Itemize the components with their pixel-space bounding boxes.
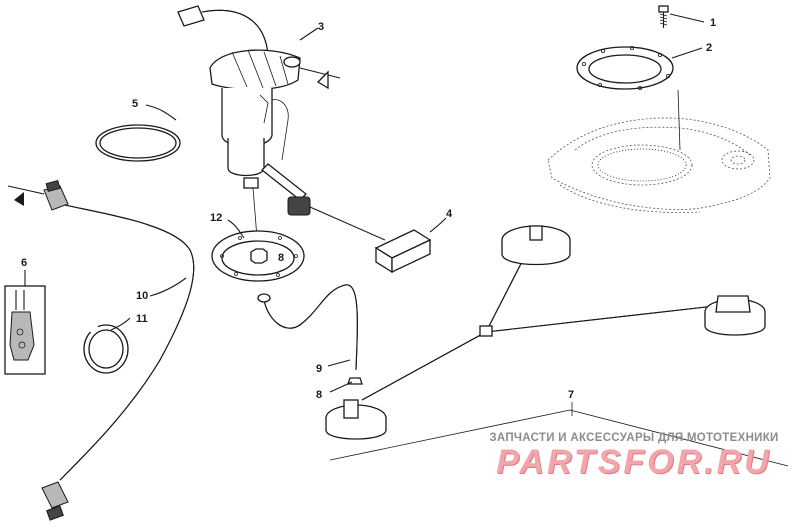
watermark-brand: PARTSFOR.RU	[496, 443, 772, 481]
callout-9: 9	[316, 363, 322, 375]
fuel-pump-part-3	[177, 5, 386, 251]
bolt-part-1	[658, 5, 705, 28]
gasket-part-12	[211, 219, 305, 282]
callout-1: 1	[710, 17, 716, 29]
callout-12: 12	[210, 212, 222, 224]
fuel-tank-outline	[547, 117, 771, 213]
callout-6: 6	[21, 257, 27, 269]
callout-11: 11	[136, 313, 148, 325]
watermark-subtitle: ЗАПЧАСТИ И АКСЕССУАРЫ ДЛЯ МОТОТЕХНИКИ	[489, 432, 779, 444]
connector-part-4	[374, 217, 447, 274]
callout-4: 4	[446, 208, 453, 220]
callout-3: 3	[318, 21, 324, 33]
clamp-part-11	[83, 317, 131, 374]
mounting-plate-part-2	[576, 46, 703, 151]
callout-10: 10	[136, 290, 148, 302]
callout-2: 2	[706, 42, 712, 54]
short-hose-part-9	[257, 284, 358, 371]
watermark: ЗАПЧАСТИ И АКСЕССУАРЫ ДЛЯ МОТОТЕХНИКИ PA…	[478, 432, 790, 480]
fuel-pickup-part-7	[325, 225, 789, 467]
callout-7: 7	[568, 389, 574, 401]
fuel-hose-part-10	[7, 179, 195, 521]
callout-5: 5	[132, 98, 138, 110]
callout-8a: 8	[278, 252, 284, 264]
sensor-part-6	[4, 270, 46, 375]
callout-8b: 8	[316, 389, 322, 401]
callout-labels: 1 2 3 4 5 6 7 8 8 9 10 11 12	[21, 17, 716, 401]
o-ring-part-5	[95, 104, 181, 162]
